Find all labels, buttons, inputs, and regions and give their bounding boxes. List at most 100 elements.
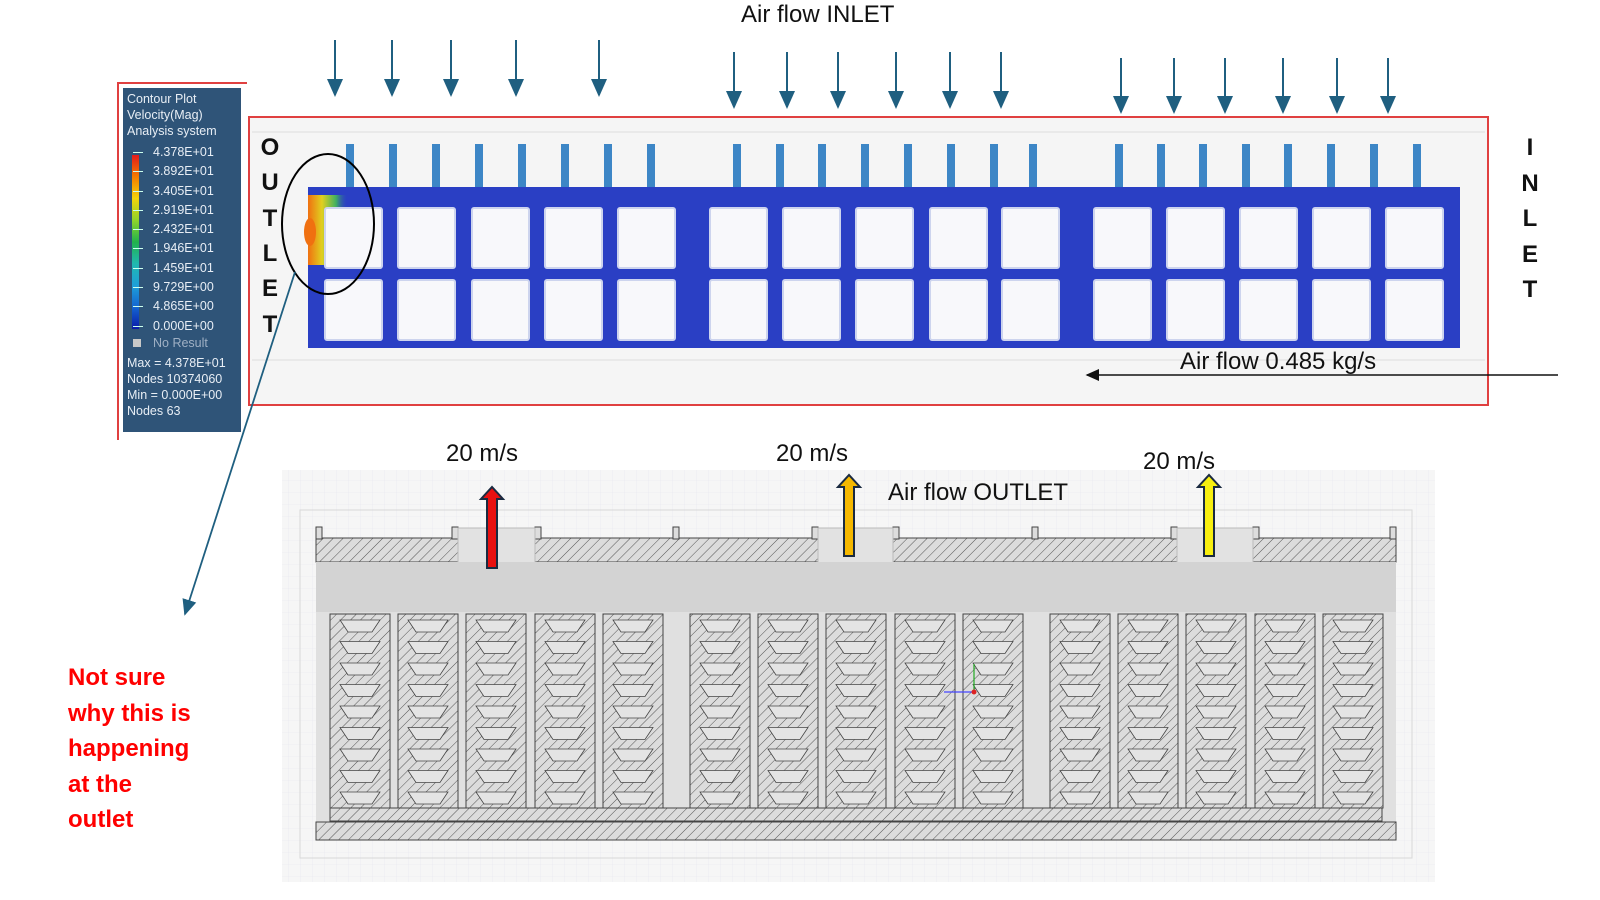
cell-slot	[1195, 727, 1237, 740]
plenum-channel	[316, 562, 1396, 612]
outlet-port	[817, 527, 894, 565]
cell-slot	[1127, 705, 1169, 719]
battery-cell-contour	[1312, 207, 1371, 269]
plate-tab	[1170, 526, 1178, 540]
cell-slot	[1059, 770, 1101, 783]
cell-slot	[1059, 727, 1101, 740]
cell-slot	[612, 727, 654, 740]
cell-slot	[612, 748, 654, 762]
cell-slot	[339, 705, 381, 719]
inlet-pipe-contour	[346, 144, 354, 190]
bottom-spacer	[329, 807, 1383, 822]
outlet-velocity-arrow	[835, 473, 863, 557]
cell-slot	[1059, 684, 1101, 697]
inlet-pipe-contour	[1284, 144, 1292, 190]
legend-stat: Min = 0.000E+00	[127, 387, 223, 402]
cell-slot	[699, 748, 741, 762]
inlet-title: Air flow INLET	[741, 1, 895, 28]
inlet-pipe-contour	[561, 144, 569, 190]
cell-slot	[835, 684, 877, 697]
cell-slot	[1059, 619, 1101, 633]
legend-level-value: 2.432E+01	[153, 222, 214, 237]
battery-cell-contour	[397, 207, 456, 269]
cell-slot	[339, 748, 381, 762]
cell-slot	[475, 727, 517, 740]
inlet-letter: E	[1521, 240, 1538, 268]
battery-cell-contour	[471, 279, 530, 341]
cell-slot	[407, 641, 449, 654]
inlet-pipe-contour	[1199, 144, 1207, 190]
legend-stat: Nodes 10374060	[127, 371, 223, 386]
cell-slot	[1332, 684, 1374, 697]
cell-slot	[972, 641, 1014, 654]
mass-flow-label: Air flow 0.485 kg/s	[1180, 348, 1377, 375]
outlet-letter: E	[261, 275, 278, 303]
legend-tick	[133, 325, 143, 327]
cell-slot	[407, 791, 449, 805]
inlet-pipe-contour	[518, 144, 526, 190]
cell-slot	[339, 619, 381, 633]
cell-slot	[699, 727, 741, 740]
cell-slot	[835, 770, 877, 783]
cell-slot	[544, 662, 586, 676]
cell-slot	[767, 684, 809, 697]
cell-slot	[767, 791, 809, 805]
battery-cell-contour	[324, 279, 383, 341]
cell-slot	[1264, 684, 1306, 697]
colorbar	[132, 155, 139, 329]
inlet-pipe-contour	[604, 144, 612, 190]
cell-slot	[544, 705, 586, 719]
cell-slot	[1264, 662, 1306, 676]
no-result-swatch	[133, 338, 141, 347]
cell-slot	[1059, 791, 1101, 805]
cell-slot	[475, 705, 517, 719]
plate-tab	[892, 526, 900, 540]
cell-slot	[1332, 727, 1374, 740]
inlet-pipe-contour	[904, 144, 912, 190]
legend-level: 1.459E+01	[127, 259, 237, 278]
cell-slot	[612, 705, 654, 719]
velocity-label-1: 20 m/s	[446, 440, 519, 467]
legend-level-value: 4.865E+00	[153, 299, 214, 314]
inlet-pipe-contour	[475, 144, 483, 190]
cell-slot	[972, 684, 1014, 697]
inlet-letter: L	[1522, 205, 1538, 232]
cell-slot	[612, 770, 654, 783]
cell-slot	[1127, 727, 1169, 740]
legend-level: 0.000E+00	[127, 317, 237, 336]
cell-slot	[1264, 705, 1306, 719]
cell-slot	[407, 684, 449, 697]
plate-tab	[315, 526, 323, 540]
cell-slot	[1332, 641, 1374, 654]
legend-tick	[133, 287, 143, 289]
legend-level: 2.919E+01	[127, 201, 237, 220]
cell-slot	[1332, 705, 1374, 719]
battery-cell-contour	[544, 279, 603, 341]
cell-slot	[475, 748, 517, 762]
battery-cell-contour	[617, 279, 676, 341]
cell-slot	[339, 791, 381, 805]
legend-header-3: Analysis system	[127, 124, 217, 138]
plate-tab	[672, 526, 680, 540]
cell-slot	[972, 705, 1014, 719]
cell-slot	[699, 770, 741, 783]
cell-slot	[612, 791, 654, 805]
cell-slot	[767, 662, 809, 676]
cell-slot	[835, 641, 877, 654]
battery-cell-contour	[1093, 279, 1152, 341]
note-line: outlet	[68, 806, 134, 833]
inlet-letter: N	[1521, 169, 1539, 197]
legend-tick	[133, 190, 143, 192]
legend-level: 4.378E+01	[127, 143, 237, 162]
battery-cell-contour	[544, 207, 603, 269]
legend-header-1: Contour Plot	[127, 92, 197, 106]
inlet-pipe-contour	[1115, 144, 1123, 190]
cell-slot	[475, 684, 517, 697]
cell-slot	[767, 727, 809, 740]
legend-no-result: No Result	[127, 336, 237, 352]
cell-slot	[612, 619, 654, 633]
velocity-label-3: 20 m/s	[1143, 448, 1216, 475]
cell-slot	[1059, 662, 1101, 676]
legend-stat: Max = 4.378E+01	[127, 355, 226, 370]
outlet-velocity-arrow	[1195, 473, 1223, 557]
